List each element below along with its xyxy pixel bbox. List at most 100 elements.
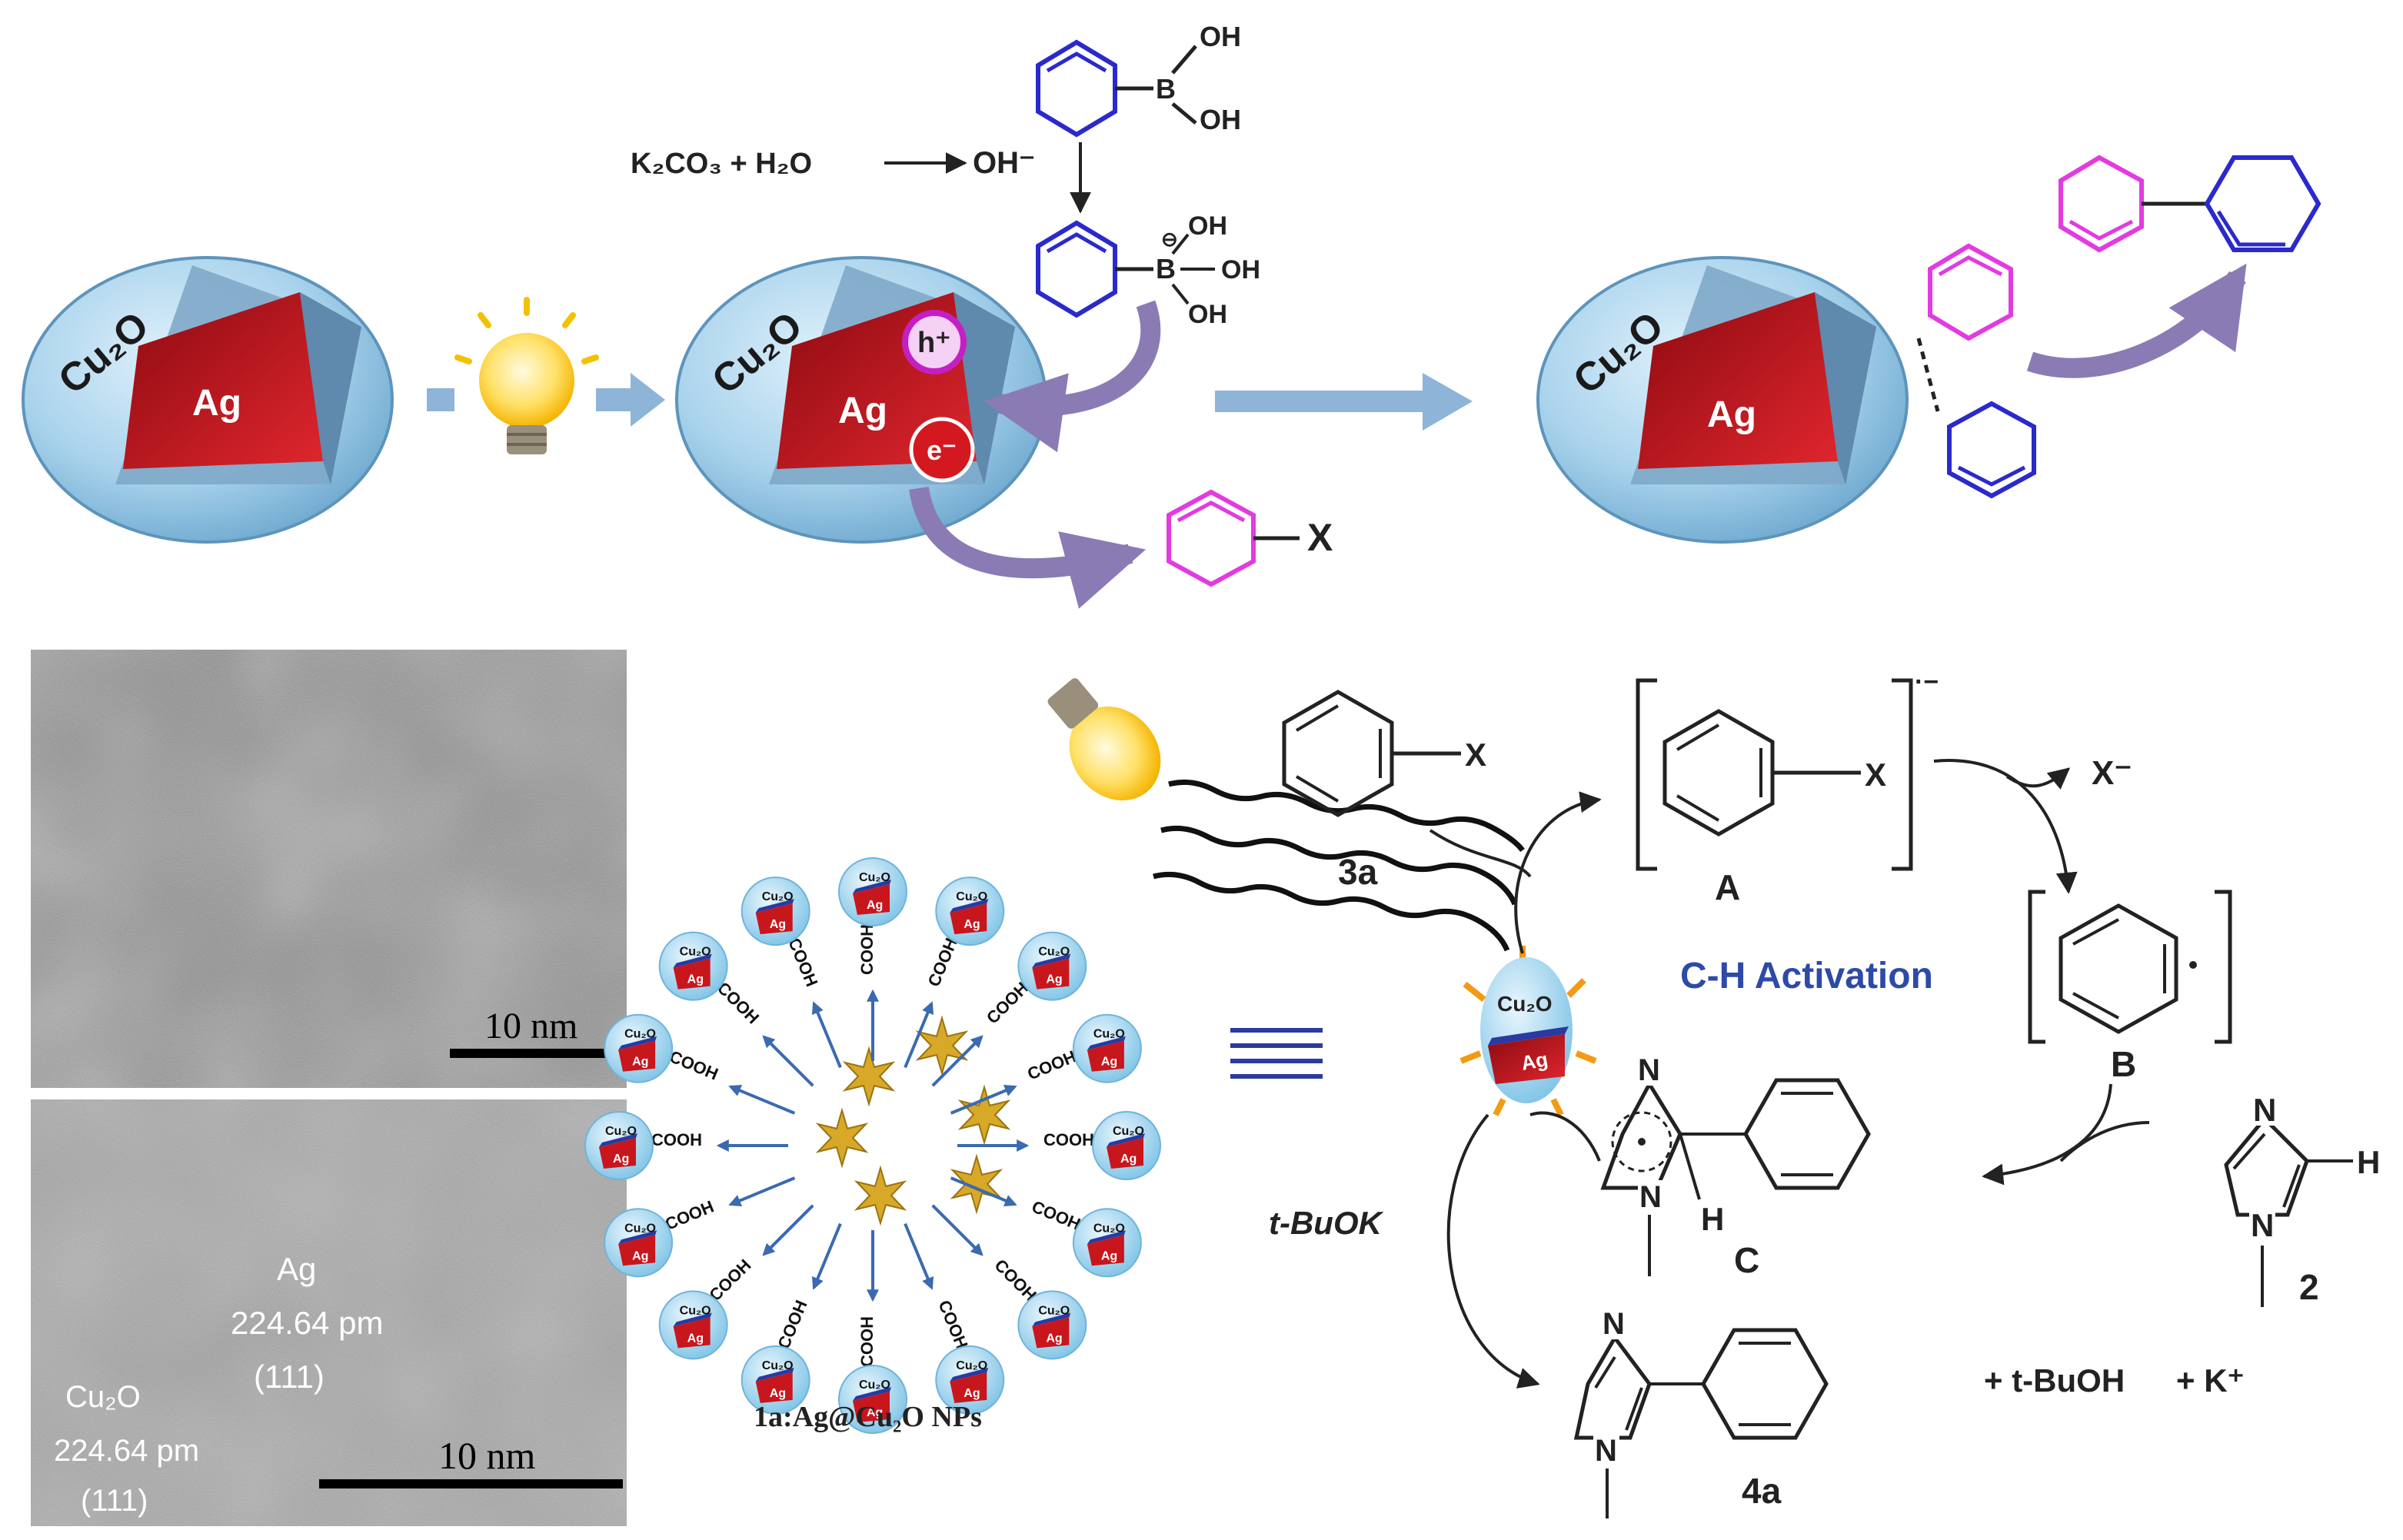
boron-label: B	[1156, 73, 1176, 105]
mini-particle: Cu₂O Ag	[1092, 1111, 1161, 1180]
imidazole-h: H	[1701, 1201, 1724, 1237]
arrow-leaving-group	[2005, 767, 2071, 790]
ligand-label: COOH	[857, 924, 877, 975]
tem-images: 10 nm Ag 224.64 pm (111) Cu₂O 224.64 pm …	[31, 650, 627, 1526]
mini-particle: Cu₂O Ag	[741, 1345, 810, 1415]
radical-anion-charge: ·−	[1915, 667, 1939, 697]
arrow-catalyst-to-product	[1446, 1113, 1540, 1389]
arrow-2-to-c	[2059, 1121, 2150, 1162]
byproduct-tbuoh: + t-BuOH	[1984, 1362, 2125, 1399]
hydroxyl-label: OH	[1188, 211, 1227, 241]
electron-to-halide-arrow	[909, 486, 1147, 609]
mechanism: Cu₂O Ag X 3a X ·− A	[1047, 667, 2380, 1518]
light-bulb-icon	[454, 297, 599, 454]
mini-shell-label: Cu₂O	[624, 1222, 656, 1235]
mini-shell-label: Cu₂O	[624, 1028, 656, 1041]
hydroxyl-label: OH	[1200, 21, 1241, 52]
ligand-label: COOH	[651, 1130, 702, 1149]
scale-label: 10 nm	[484, 1006, 577, 1046]
linker-star-icon	[854, 1165, 907, 1226]
mini-shell-label: Cu₂O	[1093, 1028, 1125, 1041]
tem-upper-image: 10 nm	[31, 650, 627, 1088]
phenylboronic-acid: B OH OH	[1036, 21, 1241, 138]
ligand-bond	[762, 1204, 814, 1256]
linker-star-icon	[957, 1084, 1011, 1146]
bound-phenyl-magenta	[1928, 243, 2013, 341]
aryl-halide: X	[1167, 489, 1333, 587]
imidazole-n: N	[2251, 1207, 2274, 1243]
ligand-label: COOH	[774, 1297, 810, 1352]
charge-label: ⊖	[1161, 228, 1178, 251]
imidazole-n: N	[1595, 1434, 1617, 1468]
core-shell-particle-1: Cu₂O Ag	[22, 256, 394, 544]
ligand-bond	[811, 1001, 842, 1069]
ligand-label: COOH	[1029, 1196, 1083, 1233]
bound-phenyl-blue	[1947, 401, 2036, 499]
mini-shell-label: Cu₂O	[1113, 1125, 1144, 1138]
ligand-bond	[950, 1084, 1017, 1115]
ligand-label: COOH	[1024, 1046, 1079, 1083]
mini-core-label: Ag	[632, 1249, 648, 1262]
ag-spacing: 224.64 pm	[231, 1305, 383, 1341]
substituent-x: X	[1465, 737, 1486, 773]
arrow-catalyst-to-a	[1514, 791, 1602, 954]
coupling-bond	[1916, 338, 1940, 412]
hole-label: h⁺	[917, 327, 950, 359]
catalyst-core-label: Ag	[1519, 1047, 1549, 1075]
leaving-group-label: X⁻	[2092, 754, 2132, 792]
arrow-3a-to-catalyst	[1429, 829, 1532, 878]
radical-adduct-c: N N H C	[1600, 1053, 1871, 1280]
mini-shell-label: Cu₂O	[1038, 1304, 1070, 1317]
mini-shell-label: Cu₂O	[762, 1359, 794, 1372]
linker-star-icon	[842, 1046, 896, 1107]
phenyl-radical-b: B	[2028, 890, 2232, 1084]
ligand-label: COOH	[784, 935, 821, 990]
core-label: Ag	[838, 391, 887, 431]
boronate-to-hole-arrow	[983, 300, 1161, 453]
arrow-to-particle-3	[1215, 373, 1473, 431]
electron-label: e⁻	[927, 434, 957, 466]
radical-anion-a: X ·− A	[1636, 667, 1939, 907]
core-shell-particle-2: Cu₂O Ag h⁺ e⁻	[675, 256, 1047, 544]
core-label: Ag	[1707, 394, 1756, 435]
base-label: t-BuOK	[1269, 1205, 1384, 1241]
boron-label: B	[1156, 253, 1176, 284]
mini-core-label: Ag	[1101, 1056, 1117, 1069]
imidazole-h: H	[2357, 1144, 2380, 1180]
mini-core-label: Ag	[770, 1387, 786, 1400]
ligand-bond	[931, 1204, 983, 1256]
light-bulb-icon	[1047, 678, 1161, 801]
core-shell-particle-3: Cu₂O Ag	[1536, 256, 1909, 544]
ligand-bond	[904, 1001, 934, 1069]
aryl-halide-3a: X 3a	[1282, 690, 1486, 892]
mini-core-label: Ag	[1120, 1153, 1137, 1166]
ligand-bond	[728, 1084, 796, 1115]
hydroxyl-label: OH	[1221, 255, 1260, 284]
core-label: Ag	[192, 383, 241, 424]
ligand-label: COOH	[924, 935, 960, 990]
compound-label-2: 2	[2299, 1267, 2319, 1307]
linker-star-icon	[815, 1107, 869, 1169]
intermediate-label-c: C	[1734, 1240, 1759, 1280]
scale-label: 10 nm	[438, 1434, 536, 1477]
ligand-bond	[811, 1222, 842, 1290]
intermediate-label-a: A	[1715, 867, 1740, 907]
ligand-label: COOH	[667, 1046, 721, 1083]
mini-shell-label: Cu₂O	[1038, 946, 1070, 959]
catalyst-particle: Cu₂O Ag	[1459, 946, 1597, 1116]
catalyst-shell-label: Cu₂O	[1497, 992, 1553, 1016]
mini-core-label: Ag	[613, 1153, 629, 1166]
cluster-caption: 1a:Ag@Cu₂O NPs	[754, 1401, 982, 1433]
ligand-label: COOH	[1043, 1130, 1094, 1149]
top-scheme: Cu₂O Ag Cu₂O Ag	[22, 21, 2321, 609]
mini-shell-label: Cu₂O	[1093, 1222, 1125, 1235]
mini-core-label: Ag	[687, 1332, 704, 1345]
hydroxyl-label: OH	[1200, 104, 1241, 135]
cu2o-plane: (111)	[81, 1484, 148, 1518]
